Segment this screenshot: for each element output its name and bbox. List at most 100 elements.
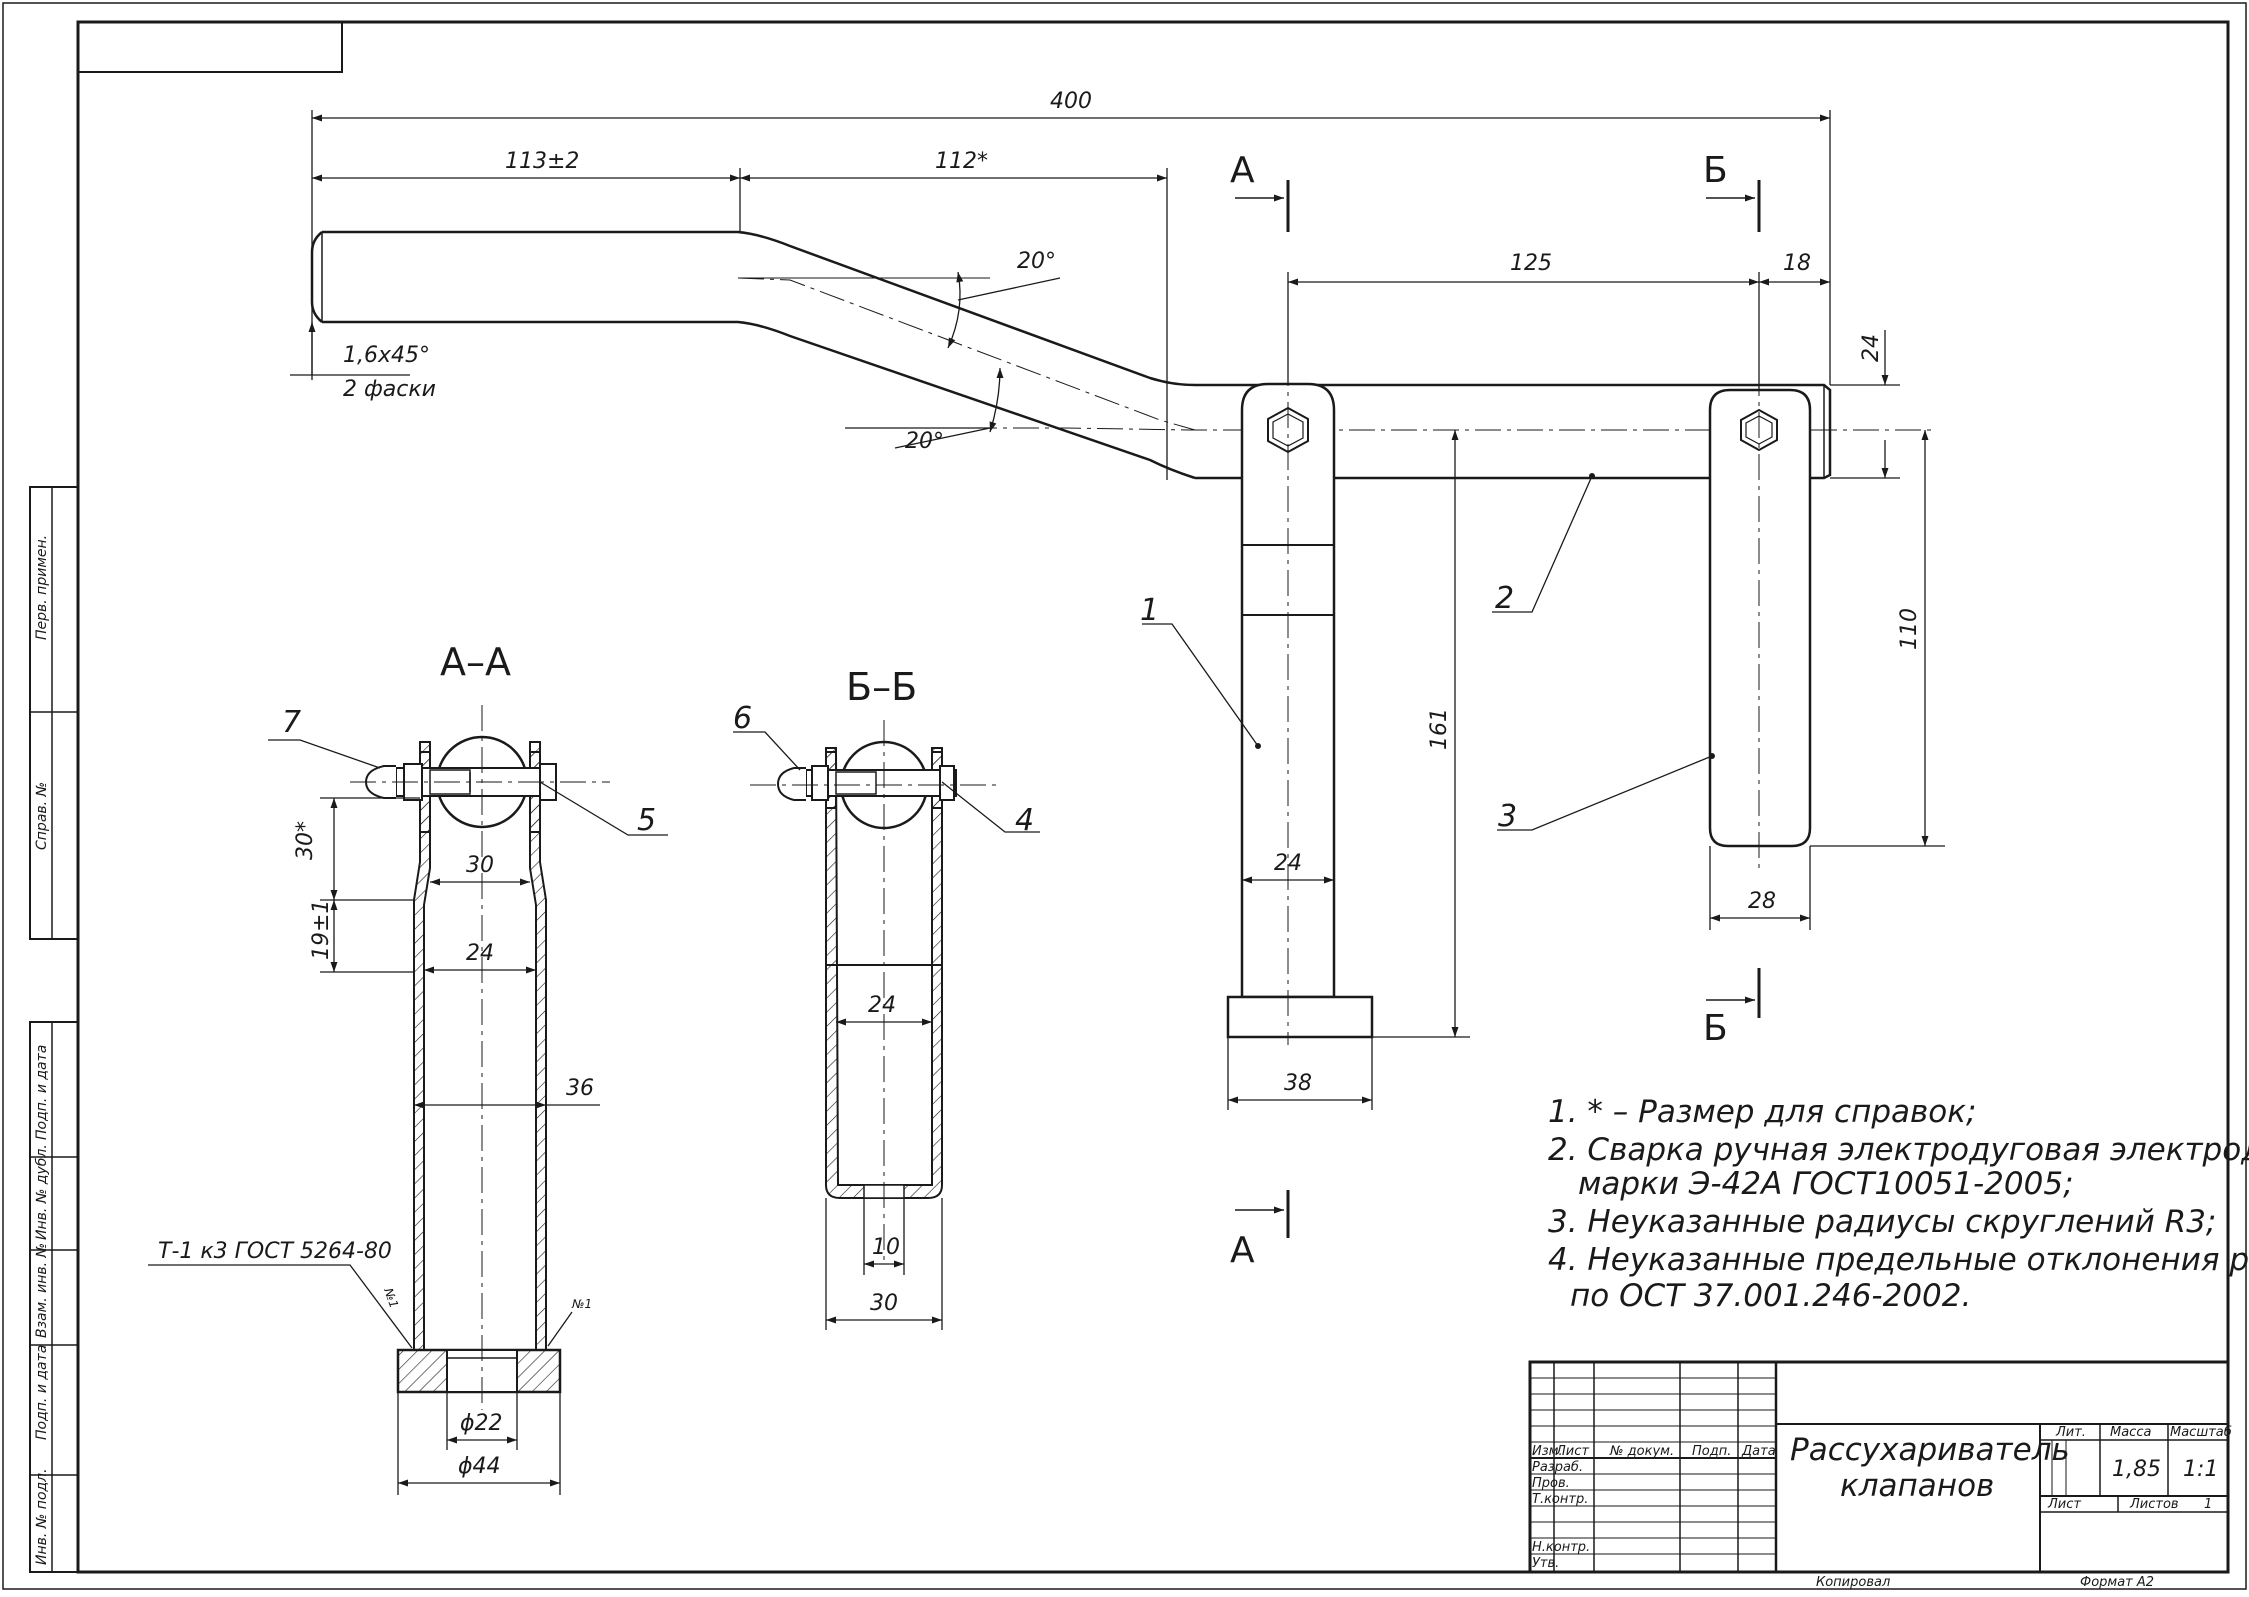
title-block-labels: Изм. Лист № докум. Подп. Дата Разраб. Пр… — [1532, 1425, 2232, 1590]
main-callout-numbers: 1 2 3 — [1140, 581, 1517, 834]
side-label: Подп. и дата — [34, 1345, 50, 1440]
callout-2: 2 — [1495, 581, 1514, 616]
cut-b-top: Б — [1703, 150, 1728, 191]
section-aa — [350, 705, 610, 1410]
dim-18: 18 — [1783, 251, 1811, 276]
cut-b-bottom: Б — [1703, 1008, 1728, 1049]
tb-title-line1: Рассухариватель — [1790, 1432, 2070, 1468]
dim-38: 38 — [1284, 1071, 1312, 1096]
section-aa-callouts: 7 5 — [282, 705, 656, 838]
callout-6: 6 — [733, 701, 752, 736]
note-4-cont: по ОСТ 37.001.246-2002. — [1570, 1278, 1971, 1314]
tb-mass-value: 1,85 — [2112, 1457, 2161, 1482]
dim-113: 113±2 — [505, 149, 579, 174]
technical-notes: 1. * – Размер для справок; 2. Сварка руч… — [1548, 1094, 2249, 1314]
callout-3: 3 — [1498, 799, 1517, 834]
section-bb — [750, 720, 1000, 1260]
callout-5: 5 — [637, 803, 656, 838]
tb-col-data: Дата — [1741, 1444, 1776, 1459]
note-2-cont: марки Э-42А ГОСТ10051-2005; — [1578, 1166, 2074, 1202]
note-3: 3. Неуказанные радиусы скруглений R3; — [1548, 1204, 2216, 1240]
side-label: Инв. № дубл. — [34, 1144, 50, 1240]
main-dimension-texts: 400 113±2 112* 20° 20° 1,6x45° 2 фаски 1… — [343, 89, 1922, 1096]
side-label: Подп. и дата — [34, 1045, 50, 1140]
bb-dim-24: 24 — [868, 993, 896, 1018]
title-block — [1528, 1360, 2230, 1574]
section-bb-callouts: 6 4 — [733, 701, 1034, 838]
section-bb-dimensions — [733, 731, 1040, 1330]
tb-lit-label: Лит. — [2055, 1425, 2086, 1440]
tb-sheets-value: 1 — [2204, 1497, 2212, 1512]
dim-24-lever: 24 — [1274, 851, 1302, 876]
main-view — [310, 230, 1935, 1045]
side-label: Перв. примен. — [34, 535, 50, 640]
weld-leader-right — [547, 1311, 573, 1347]
callout-dots — [1255, 473, 1715, 759]
dim-angle-top: 20° — [1017, 249, 1056, 274]
weld-mark-right: №1 — [571, 1297, 592, 1311]
side-label: Взам. инв. № — [34, 1243, 50, 1338]
tb-col-doc: № докум. — [1609, 1444, 1674, 1459]
dim-125: 125 — [1510, 251, 1552, 276]
note-1: 1. * – Размер для справок; — [1548, 1094, 1976, 1130]
callout-7: 7 — [282, 705, 301, 740]
dim-chamfer: 1,6x45° — [343, 343, 430, 368]
side-strip-labels: Перв. примен. Справ. № Подп. и дата Инв.… — [34, 535, 50, 1565]
callout-1: 1 — [1140, 593, 1159, 628]
aa-dim-24: 24 — [466, 941, 494, 966]
section-aa-dimensions — [148, 739, 668, 1495]
tb-mass-label: Масса — [2110, 1425, 2151, 1440]
bb-dim-30: 30 — [870, 1291, 898, 1316]
tb-col-podp: Подп. — [1692, 1444, 1731, 1459]
tb-row-utv: Утв. — [1532, 1556, 1559, 1571]
tb-format: Формат А2 — [2080, 1575, 2154, 1590]
section-aa-dim-texts: 30* 19±1 30 24 36 ϕ22 ϕ44 Т-1 к3 ГОСТ 52… — [158, 821, 594, 1479]
tb-scale-value: 1:1 — [2183, 1457, 2218, 1482]
weld-mark-left: №1 — [381, 1285, 401, 1310]
dim-110: 110 — [1897, 608, 1922, 650]
main-dimensions — [290, 110, 1945, 1110]
note-2: 2. Сварка ручная электродуговая электрод… — [1548, 1132, 2249, 1168]
tb-row-nkontr: Н.контр. — [1532, 1540, 1590, 1555]
cut-a-top: А — [1230, 150, 1255, 191]
side-label: Инв. № подл. — [34, 1468, 50, 1565]
tb-scale-label: Масштаб — [2170, 1425, 2232, 1440]
tb-col-izm: Изм. — [1532, 1444, 1563, 1459]
section-aa-weld-marks: №1 №1 — [381, 1285, 592, 1311]
aa-dim-44: ϕ44 — [458, 1454, 501, 1479]
aa-dim-30ref: 30* — [293, 821, 318, 860]
aa-weld-note: Т-1 к3 ГОСТ 5264-80 — [158, 1239, 392, 1264]
dim-chamfer-note: 2 фаски — [343, 377, 436, 402]
title-block-values: 1,85 1:1 Рассухариватель клапанов — [1790, 1432, 2218, 1504]
tb-col-list: Лист — [1555, 1444, 1589, 1459]
callout-4: 4 — [1015, 803, 1034, 838]
dim-28: 28 — [1748, 889, 1776, 914]
aa-dim-30: 30 — [466, 853, 494, 878]
cut-a-bottom: А — [1230, 1230, 1255, 1271]
tb-sheet-label: Лист — [2047, 1497, 2081, 1512]
side-strip — [29, 486, 79, 1573]
section-aa-title: А–А — [440, 640, 511, 684]
dim-angle-bottom: 20° — [905, 429, 944, 454]
section-bb-title: Б–Б — [846, 665, 917, 709]
tb-row-razrab: Разраб. — [1532, 1460, 1583, 1475]
aa-dim-19: 19±1 — [309, 900, 334, 960]
tb-title-line2: клапанов — [1840, 1468, 1994, 1504]
dim-24-rod: 24 — [1859, 334, 1884, 362]
aa-dim-36: 36 — [566, 1076, 594, 1101]
dim-112: 112* — [935, 149, 988, 174]
section-bb-dim-texts: 24 10 30 — [868, 993, 900, 1316]
dim-400: 400 — [1050, 89, 1092, 114]
tb-row-prov: Пров. — [1532, 1476, 1570, 1491]
dim-161: 161 — [1427, 708, 1452, 750]
tb-copied: Копировал — [1816, 1575, 1890, 1590]
side-label: Справ. № — [34, 782, 50, 850]
tb-sheets-label: Листов — [2129, 1497, 2179, 1512]
note-4: 4. Неуказанные предельные отклонения раз… — [1548, 1242, 2249, 1278]
section-cut-markers — [1235, 180, 1761, 1238]
aa-dim-22: ϕ22 — [460, 1411, 503, 1436]
main-callouts — [1142, 475, 1713, 831]
